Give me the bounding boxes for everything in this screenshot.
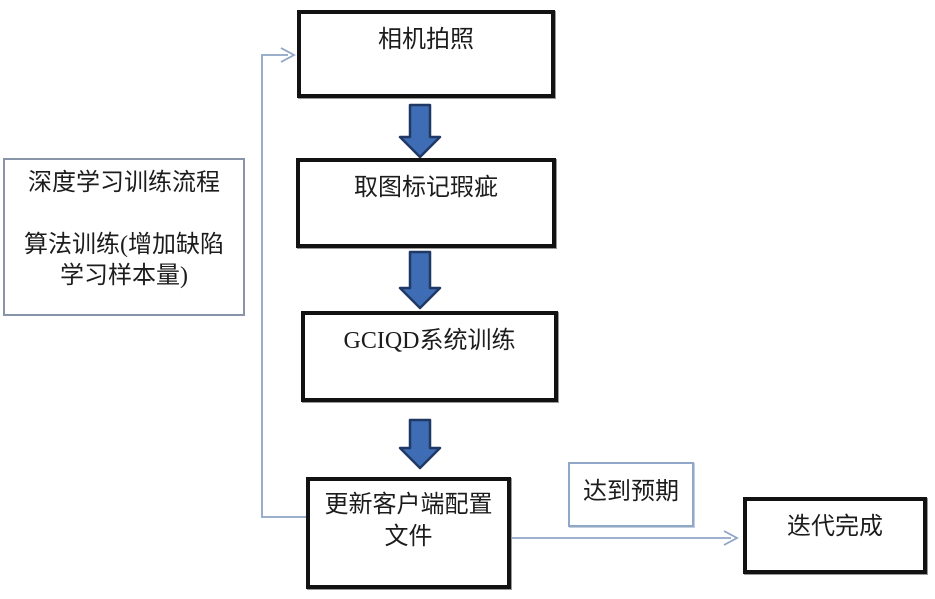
loop-arrowhead-icon — [280, 47, 296, 63]
loop-connector-line — [261, 54, 306, 518]
node-mark-defects-label: 取图标记瑕疵 — [354, 175, 498, 201]
node-update-config-line: 文件 — [384, 524, 433, 550]
down-block-arrow-3 — [398, 418, 442, 470]
node-iteration-done-label: 迭代完成 — [787, 514, 883, 540]
node-gciqd-training-label: GCIQD系统训练 — [343, 328, 516, 354]
down-block-arrow-2 — [398, 250, 442, 310]
side-note-line: 算法训练(增加缺陷 — [24, 232, 224, 258]
side-note-line: 学习样本量) — [60, 263, 188, 289]
node-mark-defects: 取图标记瑕疵 — [296, 158, 556, 248]
node-iteration-done: 迭代完成 — [743, 497, 927, 574]
side-note-line — [5, 199, 243, 230]
edge-label-expected-text: 达到预期 — [583, 479, 679, 505]
node-camera-label: 相机拍照 — [378, 27, 474, 53]
edge-label-expected: 达到预期 — [568, 462, 694, 527]
down-block-arrow-1 — [398, 103, 442, 159]
node-camera: 相机拍照 — [297, 10, 555, 98]
node-update-config: 更新客户端配置 文件 — [306, 477, 511, 589]
node-update-config-line: 更新客户端配置 — [324, 492, 493, 518]
side-note-box: 深度学习训练流程 算法训练(增加缺陷 学习样本量) — [3, 158, 245, 316]
node-gciqd-training: GCIQD系统训练 — [301, 311, 558, 402]
side-note-line: 深度学习训练流程 — [28, 170, 220, 196]
done-arrowhead-icon — [723, 530, 739, 546]
